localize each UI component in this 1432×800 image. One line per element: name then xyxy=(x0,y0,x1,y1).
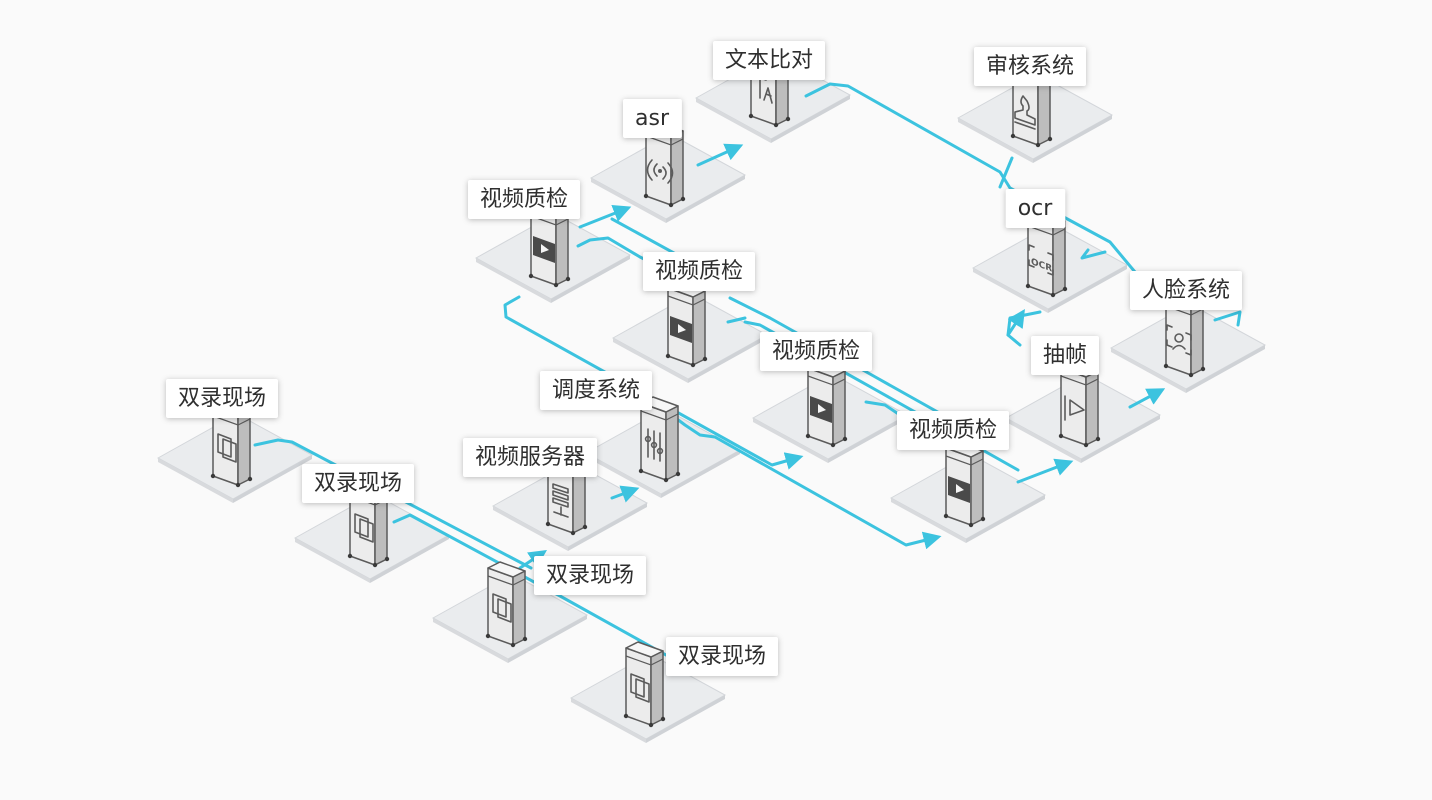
flow-line xyxy=(518,550,547,570)
play-icon xyxy=(533,236,555,263)
flow-line xyxy=(578,204,632,229)
sliders-icon xyxy=(644,428,664,462)
copy-icon xyxy=(492,593,512,623)
server-icon xyxy=(552,483,569,518)
node-label-ocr: ocr xyxy=(1005,189,1066,228)
node-label-text: 人脸系统 xyxy=(1142,278,1230,303)
node-label-asr: asr xyxy=(623,99,682,138)
flow-line xyxy=(663,408,942,550)
copy-icon xyxy=(217,433,237,463)
device-scheduler[interactable] xyxy=(638,396,681,483)
face-icon xyxy=(1166,324,1192,356)
node-label-text: 视频质检 xyxy=(655,259,743,284)
device-video-qc-3[interactable] xyxy=(805,361,848,448)
play-icon xyxy=(948,476,970,503)
node-label-text: 视频质检 xyxy=(772,339,860,364)
flow-line xyxy=(726,316,747,324)
node-label-video-qc-3: 视频质检 xyxy=(760,332,872,371)
node-label-text: 审核系统 xyxy=(986,54,1074,79)
node-label-text: 双录现场 xyxy=(546,563,634,588)
node-label-text: 双录现场 xyxy=(678,644,766,669)
node-label-text: 双录现场 xyxy=(178,386,266,411)
play-icon xyxy=(670,316,692,343)
flow-line xyxy=(696,143,744,167)
node-label-dual-record-3: 双录现场 xyxy=(534,556,646,595)
flow-line xyxy=(1016,458,1074,484)
flow-line xyxy=(392,513,677,662)
node-label-video-qc-1: 视频质检 xyxy=(468,180,580,219)
node-label-scheduler: 调度系统 xyxy=(540,371,652,410)
flow-line xyxy=(610,485,640,503)
copy-icon xyxy=(354,513,374,543)
node-label-video-server: 视频服务器 xyxy=(463,438,597,477)
node-label-text: ocr xyxy=(1018,196,1054,221)
sound-wave-icon xyxy=(646,159,674,184)
node-label-text: 文本比对 xyxy=(725,48,813,73)
node-label-video-qc-2: 视频质检 xyxy=(643,252,755,291)
frame-play-icon xyxy=(1064,395,1085,421)
copy-icon xyxy=(630,673,650,703)
node-label-text: 视频服务器 xyxy=(475,445,585,470)
node-label-text: 视频质检 xyxy=(909,418,997,443)
device-dual-record-3[interactable] xyxy=(485,561,528,648)
device-video-qc-4[interactable] xyxy=(943,441,986,528)
flow-line xyxy=(1128,388,1166,409)
flow-line xyxy=(1080,248,1107,260)
node-label-text: 调度系统 xyxy=(552,378,640,403)
node-label-text: 双录现场 xyxy=(314,471,402,496)
node-label-review-system: 审核系统 xyxy=(974,47,1086,86)
node-label-text-compare: 文本比对 xyxy=(713,41,825,80)
node-label-face-system: 人脸系统 xyxy=(1130,271,1242,310)
device-video-qc-2[interactable] xyxy=(665,281,708,368)
node-label-text: 视频质检 xyxy=(480,187,568,212)
flow-line xyxy=(253,438,533,570)
play-icon xyxy=(810,396,832,423)
device-dual-record-4[interactable] xyxy=(623,641,666,728)
node-label-dual-record-4: 双录现场 xyxy=(666,637,778,676)
stamp-icon xyxy=(1014,95,1036,130)
node-label-text: 抽帧 xyxy=(1043,343,1087,368)
flow-line xyxy=(804,82,1137,274)
node-label-frame-extract: 抽帧 xyxy=(1031,336,1099,375)
flow-line xyxy=(998,156,1014,189)
flow-line xyxy=(1006,308,1025,337)
node-label-video-qc-4: 视频质检 xyxy=(897,411,1009,450)
node-label-dual-record-1: 双录现场 xyxy=(166,379,278,418)
node-label-dual-record-2: 双录现场 xyxy=(302,464,414,503)
flow-line xyxy=(1213,310,1242,327)
flow-line xyxy=(864,400,902,417)
node-label-text: asr xyxy=(635,106,670,131)
flow-line xyxy=(503,295,804,470)
